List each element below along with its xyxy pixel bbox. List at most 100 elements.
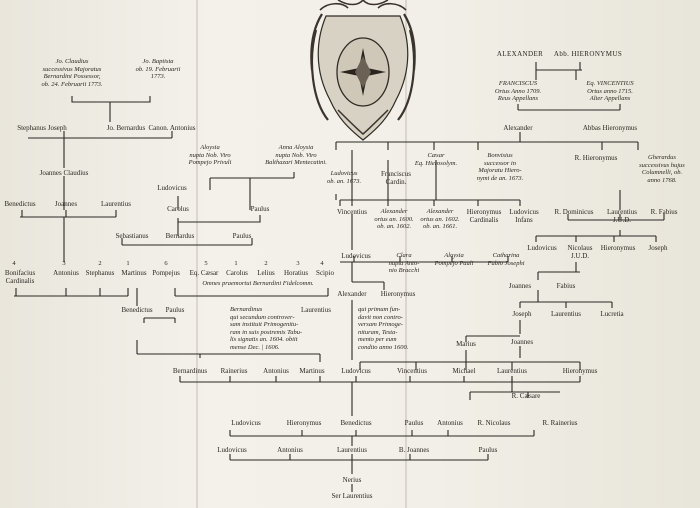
person-hieronymus-f: Hieronymus (562, 367, 598, 375)
person-paulus-c: Paulus (165, 306, 185, 314)
person-benedictus-b: Benedictus (121, 306, 153, 314)
person-bernardus: Bernardus (165, 232, 195, 240)
person-benedictus-c: Benedictus (340, 419, 372, 427)
person-bernardinus-b: Bernardinus (172, 367, 208, 375)
person-michael: Michael (452, 367, 476, 375)
note-jo-claudius: Jo. Claudius successivus Majoratus Berna… (41, 58, 103, 88)
note-primum: qui primum fun- davit non contro- versam… (358, 306, 409, 351)
person-bonifacius: Bonifacius Cardinalis (4, 269, 36, 285)
person-canon-antonius: Canon. Antonius (148, 124, 196, 132)
person-lelius: Lelius (257, 269, 275, 277)
person-stephanus: Stephanus (85, 269, 115, 277)
person-antonius-c: Antonius (437, 419, 463, 427)
paper-fold (405, 0, 407, 508)
person-nerius: Nerius (342, 476, 362, 484)
person-clara: Clara nupta Anto- nio Bracchi (388, 252, 420, 274)
person-benedictus-a: Benedictus (4, 200, 36, 208)
person-carolus: Carolus (167, 205, 189, 213)
person-nicolaus-jud: Nicolaus J.U.D. (567, 244, 593, 260)
person-paulus-d: Paulus (404, 419, 424, 427)
person-vincentius-b: Vincentius (397, 367, 427, 375)
person-fabius: Fabius (556, 282, 576, 290)
person-ludovicus-c: Ludovicus (341, 252, 371, 260)
person-laurentius-e: Laurentius (551, 310, 581, 318)
person-marius: Marius (456, 340, 476, 348)
person-laurentius-mid: Laurentius (301, 306, 331, 314)
person-alexander-b: Alexander (503, 124, 533, 132)
person-joseph-e: Joseph (512, 310, 532, 318)
person-scipio: Scipio (316, 269, 334, 277)
person-r-nicolaus: R. Nicolaus (477, 419, 511, 427)
person-hieronymus-cardinalis: Hieronymus Cardinalis (466, 208, 502, 224)
person-carolus-b: Carolus (226, 269, 248, 277)
person-ludovicus-e: Ludovicus (341, 367, 371, 375)
rank-number: 4 (12, 260, 16, 267)
person-abbas-hieronymus: Abbas Hieronymus (582, 124, 638, 132)
person-pompejus: Pompejus (152, 269, 180, 277)
person-r-hieronymus: R. Hieronymus (574, 154, 618, 162)
rank-number: 2 (264, 260, 268, 267)
note-jo-baptista: Jo. Baptista ob. 19. Februarii 1773. (135, 58, 181, 80)
person-martinus-a: Martinus (121, 269, 147, 277)
person-hieronymus-c: Hieronymus (380, 290, 416, 298)
rank-number: 5 (204, 260, 208, 267)
person-paulus-e: Paulus (478, 446, 498, 454)
person-alexander-1602: Alexander ortus an. 1602. ob. an. 1661. (420, 208, 460, 230)
rank-number: 4 (320, 260, 324, 267)
person-joannes-a: Joannes (54, 200, 78, 208)
person-ludovicus-f: Ludovicus (231, 419, 261, 427)
rank-number: 1 (126, 260, 130, 267)
person-ludovicus-d: Ludovicus (527, 244, 557, 252)
person-caesar: Cæsar Eq. Hierosolym. (414, 152, 458, 167)
person-ludovicus-infans: Ludovicus Infans (509, 208, 539, 224)
coat-of-arms-emblem (310, 0, 416, 141)
person-ser-laurentius: Ser Laurentius (331, 492, 373, 500)
person-martinus-b: Martinus (299, 367, 325, 375)
person-paulus-b: Paulus (232, 232, 252, 240)
person-laurentius-g: Laurentius (337, 446, 367, 454)
person-alexander-c: Alexander (337, 290, 367, 298)
person-b-joannes: B. Joannes (398, 446, 430, 454)
person-alexander-1600: Alexander ortus an. 1600. ob. an. 1602. (374, 208, 414, 230)
person-antonius-d: Antonius (277, 446, 303, 454)
person-joannes-d: Joannes (510, 338, 534, 346)
person-jo-bernardus: Jo. Bernardus (106, 124, 146, 132)
person-hieronymus-g: Hieronymus (286, 419, 322, 427)
person-joannes-c: Joannes (508, 282, 532, 290)
person-joseph-d: Joseph (648, 244, 668, 252)
person-franciscus-top: FRANCISCUS Ortus Anno 1709. Reus Appella… (494, 80, 542, 102)
person-vincentius: Vincentius (337, 208, 367, 216)
rank-number: 3 (62, 260, 66, 267)
person-alexander-top: ALEXANDER (496, 50, 544, 58)
note-bernardinus: Bernardinus qui secundum controver- sam … (230, 306, 303, 351)
rank-number: 2 (98, 260, 102, 267)
person-antonius-b: Antonius (263, 367, 289, 375)
person-laurentius-f: Laurentius (497, 367, 527, 375)
person-ludovicus-g: Ludovicus (217, 446, 247, 454)
person-ludovicus-1673: Ludovicus ob. an. 1673. (326, 170, 362, 185)
person-ludovicus-a: Ludovicus (157, 184, 187, 192)
person-eq-caesar: Eq. Cæsar (189, 269, 219, 277)
person-rainerius: Rainerius (220, 367, 248, 375)
person-stephanus-joseph: Stephanus Joseph (17, 124, 67, 132)
person-r-fabius: R. Fabius (650, 208, 678, 216)
person-horatius: Horatius (283, 269, 309, 277)
person-franciscus-cardin: Franciscus Cardin. (381, 170, 411, 186)
rank-number: 3 (296, 260, 300, 267)
note-aloysia: Aloysia nupta Nob. Viro Pompejo Privuli (188, 144, 232, 166)
person-gherardus: Gherardus successivus hujus Columnelli, … (639, 154, 685, 184)
rank-number: 6 (164, 260, 168, 267)
rank-number: 1 (234, 260, 238, 267)
person-r-dominicus: R. Dominicus (554, 208, 594, 216)
person-vincentius-top: Eq. VINCENTIUS Ortus anno 1715. Alter Ap… (586, 80, 634, 102)
person-laurentius-jud: Laurentius J.U.D. (607, 208, 637, 224)
person-hieronymus-d: Hieronymus (600, 244, 636, 252)
person-lucretia: Lucretia (600, 310, 624, 318)
person-sebastianus: Sebastianus (115, 232, 149, 240)
person-catharina: Catharina Fabio Josephi (487, 252, 525, 267)
person-r-rainerius: R. Rainerius (542, 419, 578, 427)
note-omnes: Omnes praemortui Bernardini Fidelcomm. (202, 280, 314, 287)
person-joannes-claudius: Joannes Claudius (39, 169, 89, 177)
